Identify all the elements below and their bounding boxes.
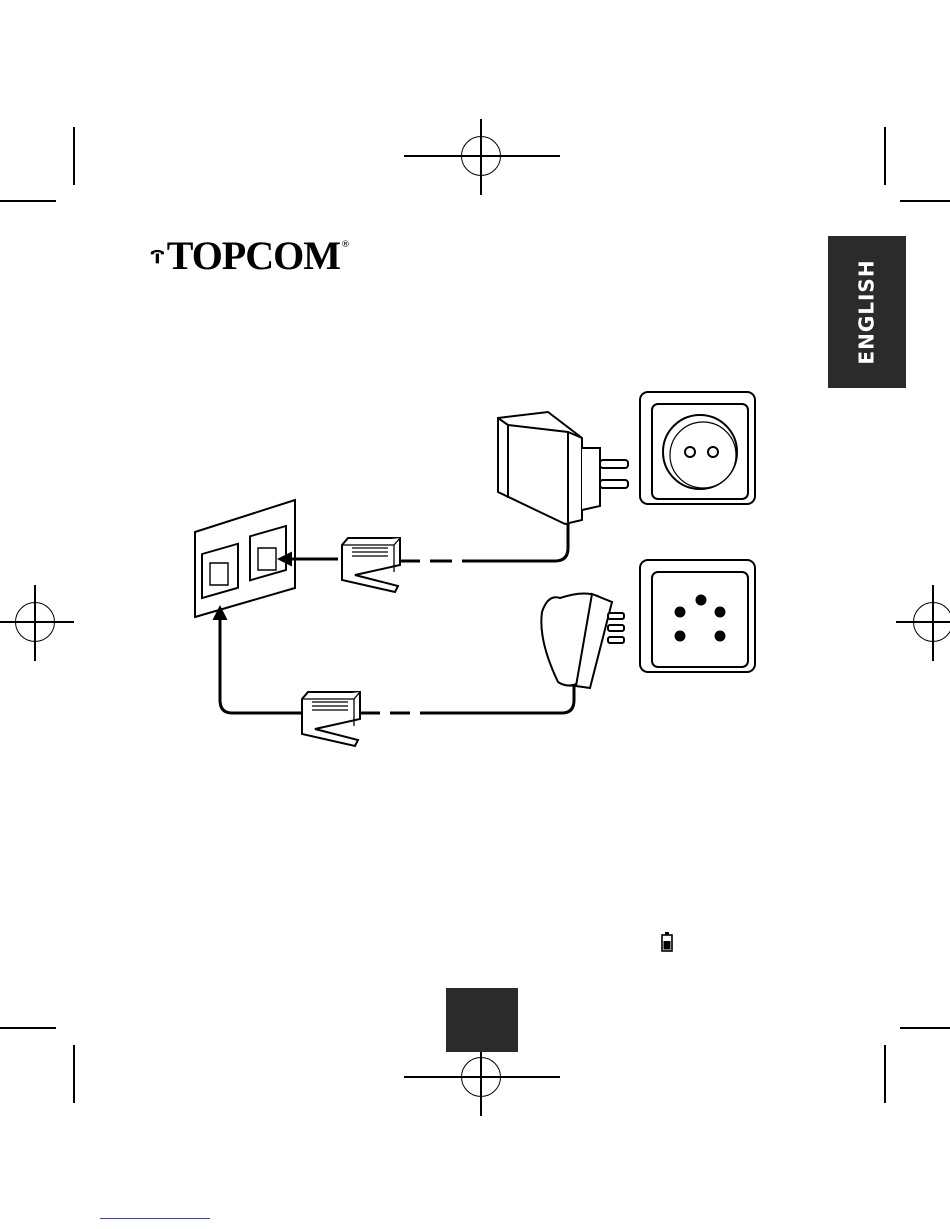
battery-icon [661, 932, 673, 952]
bottom-underline [100, 1218, 210, 1219]
power-adapter-plug-icon [498, 412, 628, 524]
round-two-pin-power-socket-icon [640, 392, 755, 504]
five-pin-telephone-plug-icon [541, 593, 624, 688]
five-hole-telephone-wall-socket-icon [640, 560, 755, 672]
rj-plug-upper-icon [342, 538, 400, 592]
telephone-cable [220, 608, 574, 713]
rj-plug-lower-icon [302, 692, 360, 746]
power-cable [280, 520, 568, 561]
page-number-block [446, 988, 518, 1052]
